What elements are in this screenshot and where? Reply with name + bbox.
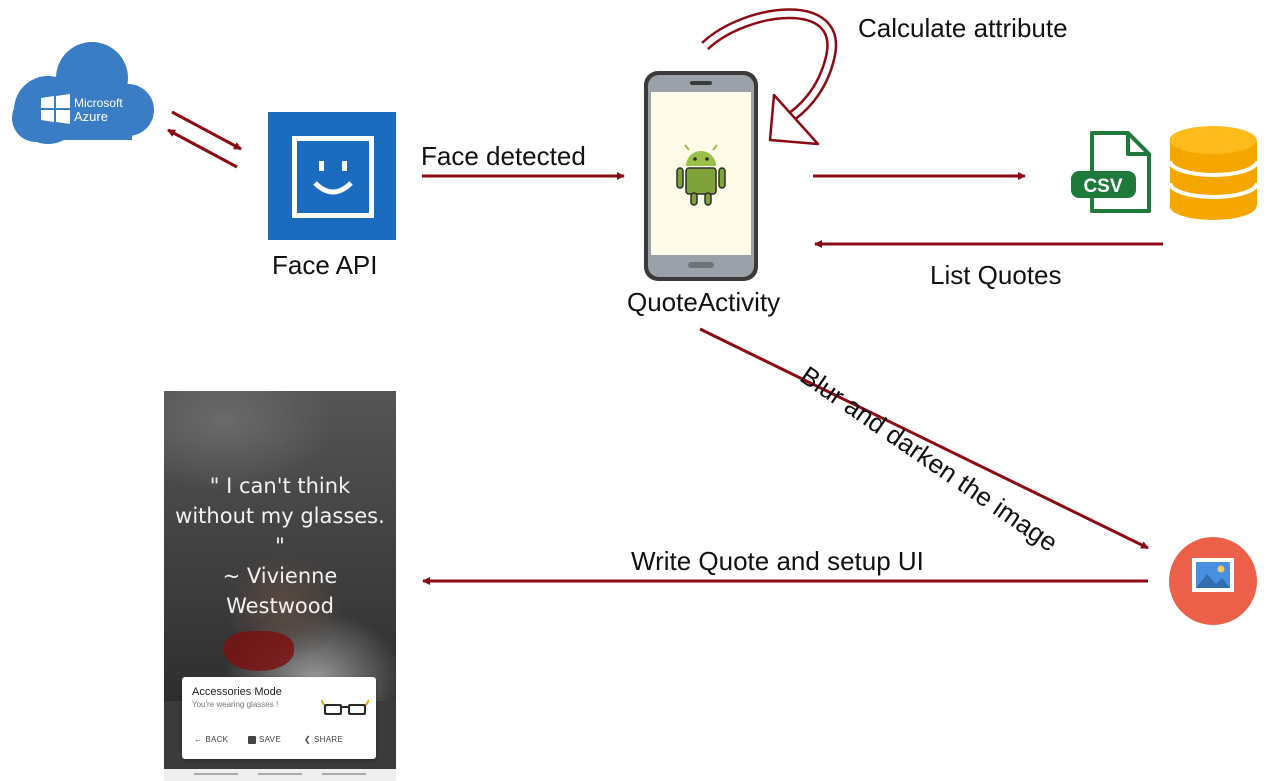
azure-brand-line2: Azure (74, 109, 108, 124)
azure-brand-line1: Microsoft (74, 96, 123, 110)
save-icon (248, 735, 256, 744)
face-detected-label: Face detected (421, 141, 586, 171)
nav-handle-2 (258, 773, 302, 775)
azure-cloud-icon (12, 42, 154, 144)
back-label: BACK (205, 735, 229, 744)
arrow-left-icon: ← (194, 735, 203, 744)
face-api-tile (268, 112, 396, 240)
quote-author-line-1: ~ Vivienne (222, 564, 338, 588)
csv-badge-text: CSV (1083, 176, 1122, 197)
quote-line-1: " I can't think (209, 474, 351, 498)
image-icon (1169, 537, 1257, 625)
quote-line-2: without my glasses. (175, 504, 385, 528)
share-icon: ❮ (304, 735, 312, 744)
arrow-calculate-attribute (701, 8, 838, 146)
quote-author-line-2: Westwood (226, 594, 334, 618)
quote-text: " I can't think without my glasses. " ~ … (164, 471, 396, 621)
nav-handle-1 (194, 773, 238, 775)
bottom-nav-bar (164, 769, 396, 781)
arrow-azure-to-faceapi (171, 110, 242, 151)
share-button[interactable]: ❮ SHARE (304, 735, 343, 744)
smiley-face-icon (292, 136, 374, 218)
calculate-attribute-label: Calculate attribute (858, 13, 1068, 43)
share-label: SHARE (314, 735, 344, 744)
quote-activity-label: QuoteActivity (627, 287, 781, 317)
save-button[interactable]: SAVE (248, 735, 281, 744)
database-icon (1168, 126, 1259, 220)
save-label: SAVE (259, 735, 281, 744)
list-quotes-label: List Quotes (930, 260, 1062, 290)
csv-file-icon: CSV (1071, 131, 1151, 213)
face-api-label: Face API (272, 250, 378, 280)
nav-handle-3 (322, 773, 366, 775)
card-subtitle: You're wearing glasses ! (192, 700, 279, 709)
card-title: Accessories Mode (192, 686, 282, 698)
quote-line-3: " (275, 534, 285, 558)
accessories-card: Accessories Mode You're wearing glasses … (182, 677, 376, 759)
back-button[interactable]: ← BACK (194, 735, 228, 744)
write-quote-label: Write Quote and setup UI (631, 546, 924, 576)
glasses-icon (321, 699, 369, 715)
arrow-blur-darken (699, 327, 1149, 550)
photo-red-bow (224, 631, 294, 671)
arrow-faceapi-to-azure (167, 128, 238, 169)
app-screenshot-mockup: " I can't think without my glasses. " ~ … (164, 391, 396, 781)
android-icon (676, 144, 726, 206)
windows-logo-icon (41, 94, 70, 124)
